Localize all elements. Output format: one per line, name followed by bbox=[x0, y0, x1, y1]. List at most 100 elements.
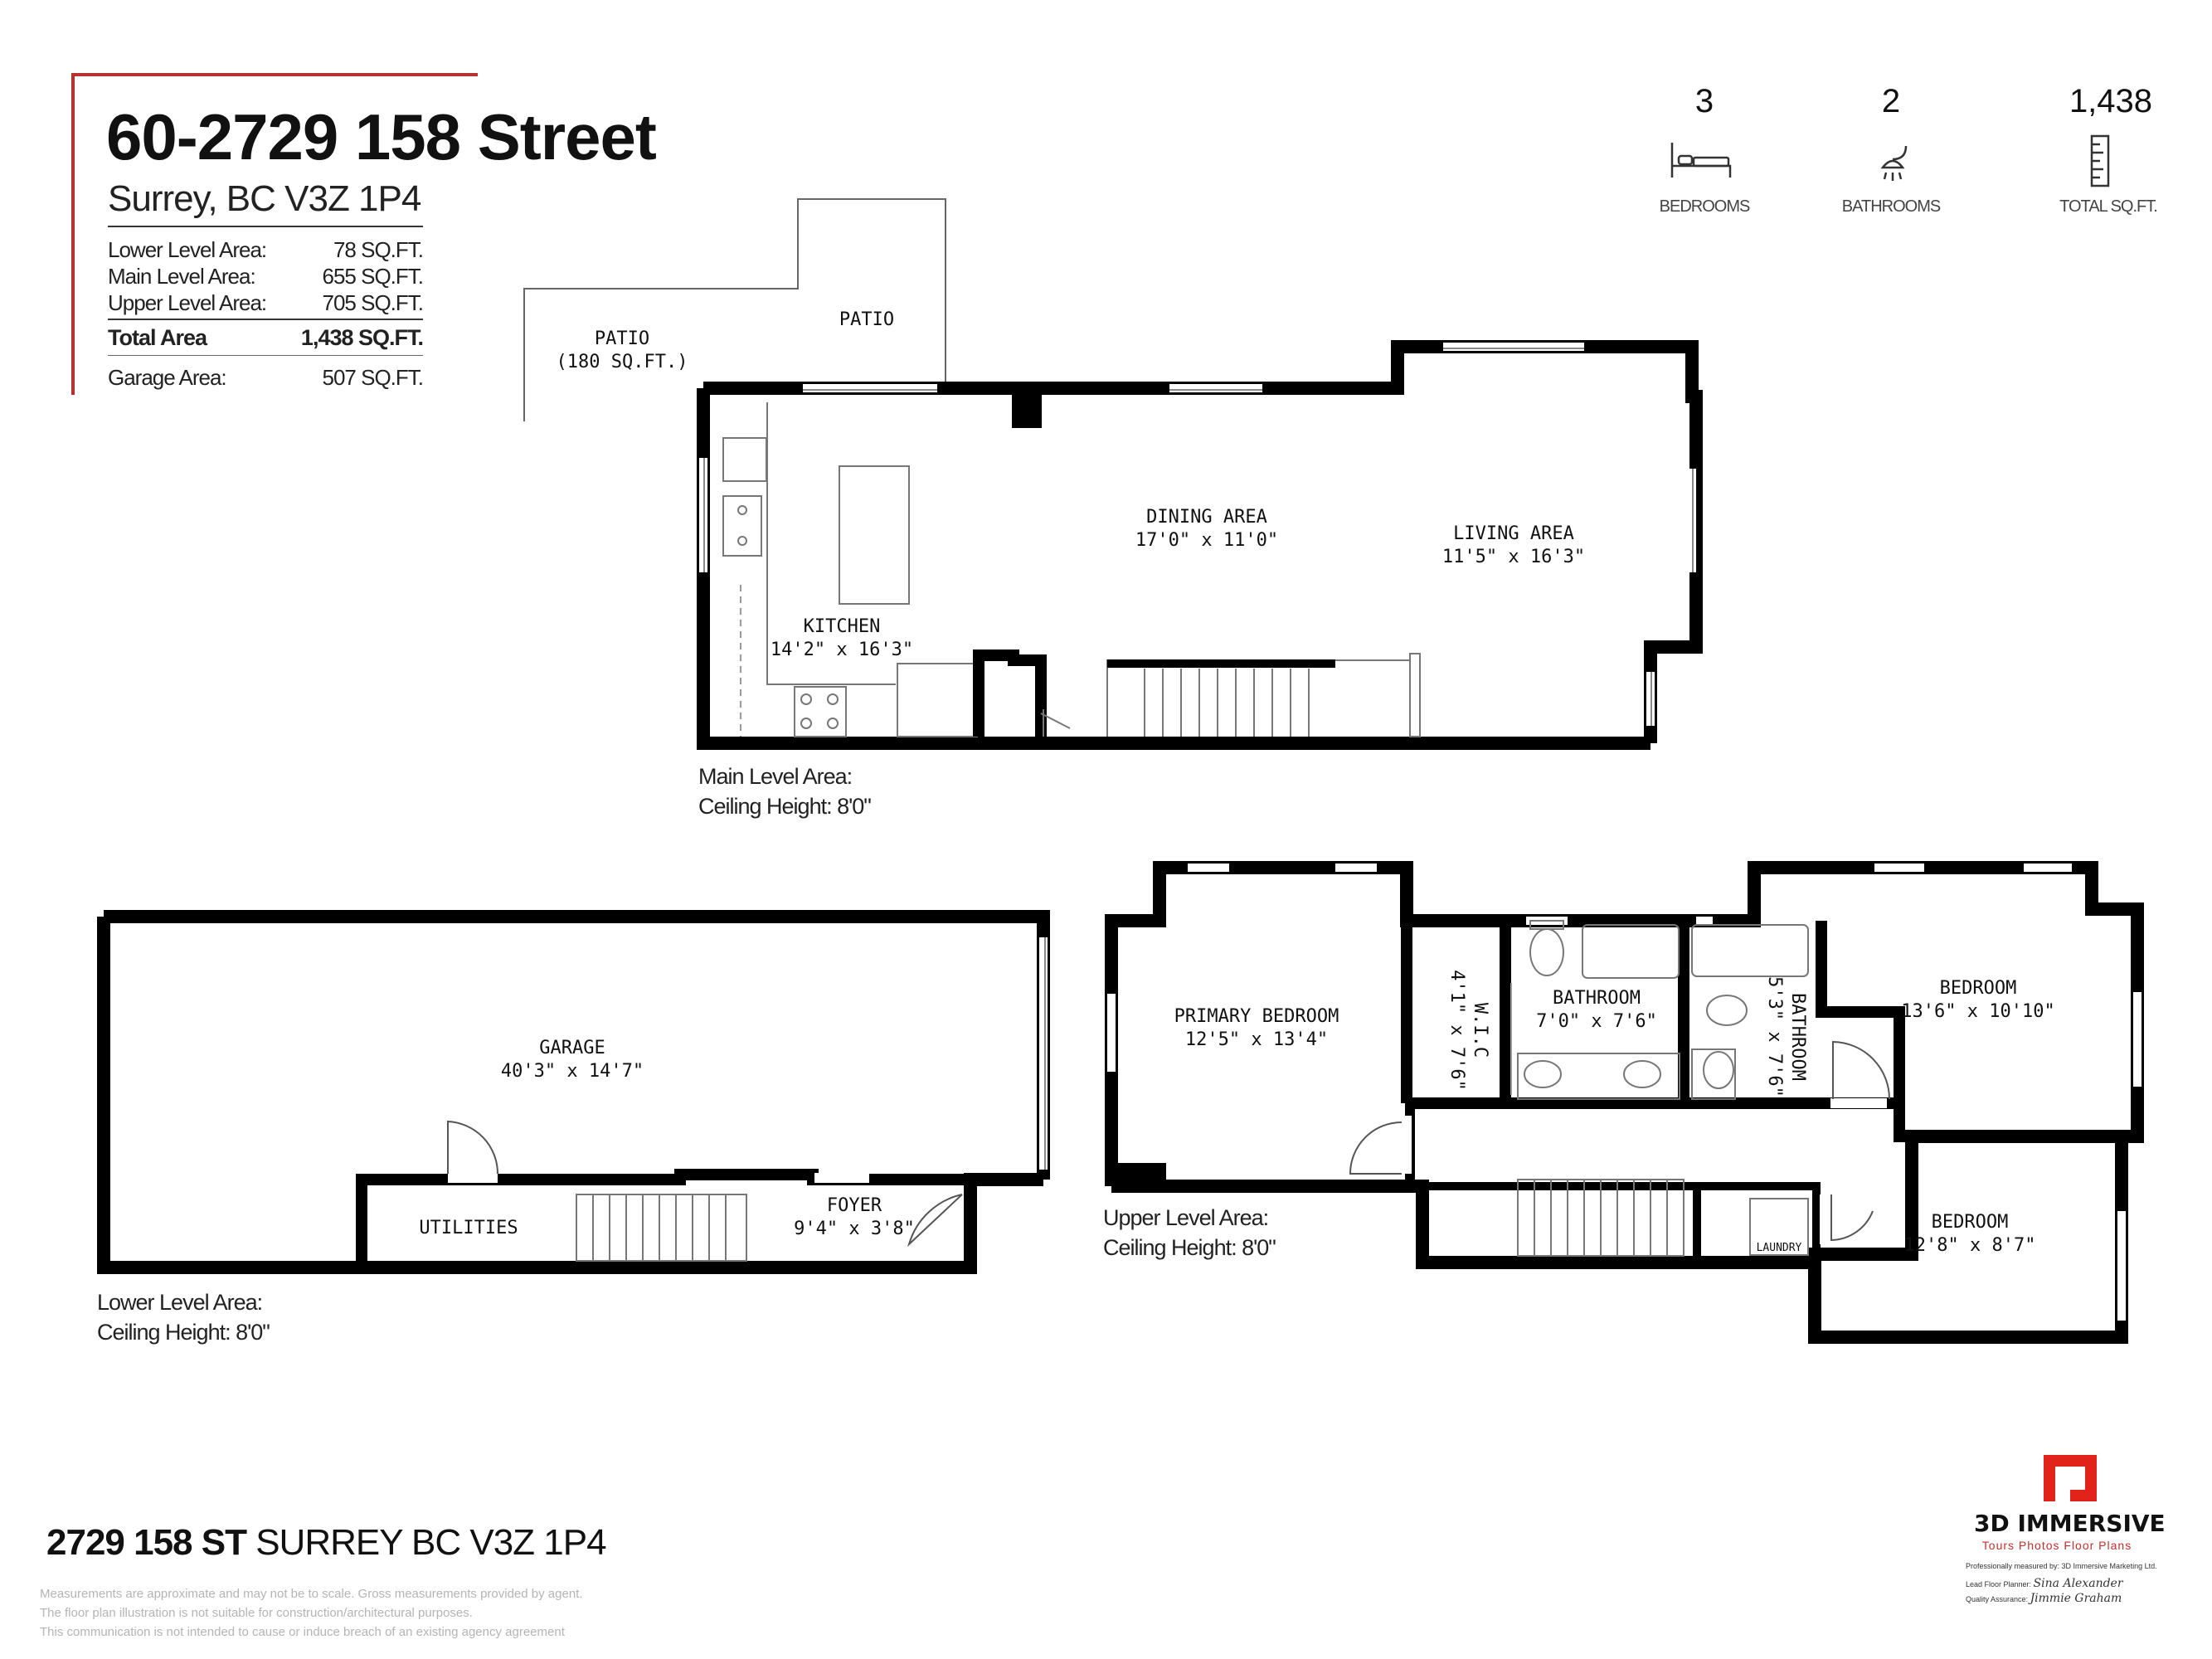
room-dims: 12'8" x 8'7" bbox=[1903, 1235, 2036, 1256]
room-label-dining: DINING AREA 17'0" x 11'0" bbox=[1116, 506, 1298, 552]
qa-label: Quality Assurance: bbox=[1966, 1595, 2029, 1603]
ceiling-height: Ceiling Height: 8'0" bbox=[1103, 1235, 1276, 1260]
bedrooms-count: 3 bbox=[1694, 83, 1714, 119]
room-dims: (180 SQ.FT.) bbox=[556, 352, 688, 372]
divider bbox=[108, 355, 423, 356]
ruler-icon bbox=[2090, 134, 2110, 187]
divider bbox=[108, 226, 423, 227]
room-label-kitchen: KITCHEN 14'2" x 16'3" bbox=[763, 615, 921, 662]
room-label-garage: GARAGE 40'3" x 14'7" bbox=[481, 1037, 664, 1083]
property-title: 60-2729 158 Street bbox=[106, 100, 657, 173]
room-label-utilities: UTILITIES bbox=[398, 1217, 539, 1240]
title-rule-vertical bbox=[71, 73, 75, 395]
room-label-laundry: LAUNDRY bbox=[1742, 1242, 1816, 1255]
room-name: DINING AREA bbox=[1146, 507, 1267, 528]
ceiling-height: Ceiling Height: 8'0" bbox=[698, 794, 872, 819]
room-name: BATHROOM bbox=[1787, 993, 1808, 1081]
room-name: UTILITIES bbox=[419, 1218, 518, 1238]
area-label: Upper Level Area: bbox=[108, 290, 267, 315]
disclaimer-line: Measurements are approximate and may not… bbox=[40, 1587, 583, 1601]
room-dims: 12'5" x 13'4" bbox=[1184, 1029, 1329, 1050]
level-note-main: Main Level Area: Ceiling Height: 8'0" bbox=[698, 761, 872, 821]
room-name: BEDROOM bbox=[1931, 1212, 2009, 1233]
brand-logo-icon bbox=[2044, 1455, 2097, 1501]
level-name: Upper Level Area: bbox=[1103, 1205, 1269, 1230]
qa-signature: Jimmie Graham bbox=[2030, 1592, 2122, 1605]
footer-city: SURREY BC V3Z 1P4 bbox=[246, 1522, 606, 1563]
divider bbox=[108, 319, 423, 320]
main-level-plan bbox=[523, 198, 1703, 750]
area-value: 507 SQ.FT. bbox=[322, 365, 424, 390]
measured-by: Professionally measured by: 3D Immersive… bbox=[1966, 1562, 2157, 1570]
property-city: Surrey, BC V3Z 1P4 bbox=[108, 178, 421, 219]
area-label: Garage Area: bbox=[108, 365, 227, 390]
disclaimer-line: This communication is not intended to ca… bbox=[40, 1625, 565, 1639]
room-dims: 17'0" x 11'0" bbox=[1135, 530, 1279, 551]
patio-outline bbox=[523, 198, 946, 421]
sqft-count: 1,438 bbox=[2069, 83, 2153, 119]
room-dims: 5'3" x 7'6" bbox=[1764, 976, 1785, 1097]
area-label: Lower Level Area: bbox=[108, 237, 267, 262]
room-name: W.I.C bbox=[1470, 1002, 1490, 1058]
level-note-upper: Upper Level Area: Ceiling Height: 8'0" bbox=[1103, 1203, 1276, 1262]
room-label-bathroom: BATHROOM 7'0" x 7'6" bbox=[1518, 987, 1675, 1034]
brand-block: 3D IMMERSIVE Tours Photos Floor Plans bbox=[1974, 1510, 2166, 1552]
room-name: BEDROOM bbox=[1939, 978, 2017, 999]
room-dims: 14'2" x 16'3" bbox=[770, 640, 914, 660]
footer-address: 2729 158 ST SURREY BC V3Z 1P4 bbox=[46, 1522, 607, 1564]
room-name: KITCHEN bbox=[803, 616, 881, 637]
room-name: LAUNDRY bbox=[1756, 1242, 1802, 1254]
bedrooms-label: BEDROOMS bbox=[1659, 197, 1751, 216]
room-dims: 9'4" x 3'8" bbox=[794, 1219, 915, 1239]
room-dims: 7'0" x 7'6" bbox=[1536, 1011, 1657, 1032]
room-dims: 13'6" x 10'10" bbox=[1901, 1001, 2055, 1022]
room-name: GARAGE bbox=[539, 1038, 605, 1058]
room-dims: 11'5" x 16'3" bbox=[1441, 547, 1586, 567]
brand-tagline: Tours Photos Floor Plans bbox=[1981, 1539, 2132, 1552]
level-name: Lower Level Area: bbox=[97, 1290, 263, 1315]
upper-level-plan bbox=[1105, 861, 2144, 1344]
area-value: 1,438 SQ.FT. bbox=[300, 325, 424, 350]
planner-label: Lead Floor Planner: bbox=[1966, 1580, 2032, 1588]
planner-signature: Sina Alexander bbox=[2033, 1577, 2123, 1590]
credits: Professionally measured by: 3D Immersive… bbox=[1966, 1559, 2198, 1607]
room-label-foyer: FOYER 9'4" x 3'8" bbox=[792, 1194, 916, 1241]
bed-icon bbox=[1670, 143, 1732, 178]
room-name: PATIO bbox=[594, 328, 650, 349]
room-label-primary-bedroom: PRIMARY BEDROOM 12'5" x 13'4" bbox=[1149, 1005, 1364, 1052]
bathrooms-label: BATHROOMS bbox=[1841, 197, 1941, 216]
shower-icon bbox=[1880, 145, 1908, 181]
room-label-bedroom-3: BEDROOM 12'8" x 8'7" bbox=[1891, 1211, 2049, 1258]
room-label-bathroom-2: BATHROOM 5'3" x 7'6" bbox=[1762, 954, 1809, 1120]
room-label-wic: W.I.C 4'1" x 7'6" bbox=[1445, 964, 1491, 1097]
room-label-living: LIVING AREA 11'5" x 16'3" bbox=[1422, 523, 1605, 569]
room-label-bedroom-2: BEDROOM 13'6" x 10'10" bbox=[1899, 977, 2057, 1024]
lower-level-plan bbox=[97, 910, 1050, 1274]
room-name: LIVING AREA bbox=[1453, 523, 1574, 544]
area-value: 705 SQ.FT. bbox=[322, 290, 424, 315]
ceiling-height: Ceiling Height: 8'0" bbox=[97, 1320, 270, 1345]
title-rule bbox=[71, 73, 478, 76]
room-name: FOYER bbox=[826, 1195, 882, 1216]
disclaimer-line: The floor plan illustration is not suita… bbox=[40, 1606, 473, 1620]
disclaimer: Measurements are approximate and may not… bbox=[40, 1584, 583, 1642]
room-dims: 40'3" x 14'7" bbox=[500, 1061, 644, 1082]
sqft-label: TOTAL SQ.FT. bbox=[2059, 197, 2158, 216]
upper-level-walls bbox=[1105, 861, 2144, 1186]
garage-walls bbox=[97, 917, 1043, 1274]
bathrooms-count: 2 bbox=[1881, 83, 1901, 119]
room-label-patio-upper: PATIO bbox=[817, 309, 916, 332]
level-name: Main Level Area: bbox=[698, 764, 853, 789]
room-name: BATHROOM bbox=[1553, 988, 1641, 1009]
area-value: 78 SQ.FT. bbox=[333, 237, 424, 262]
room-name: PRIMARY BEDROOM bbox=[1174, 1006, 1339, 1027]
area-value: 655 SQ.FT. bbox=[322, 264, 424, 289]
room-name: PATIO bbox=[839, 309, 895, 330]
footer-street: 2729 158 ST bbox=[46, 1522, 247, 1563]
level-note-lower: Lower Level Area: Ceiling Height: 8'0" bbox=[97, 1287, 270, 1347]
area-label: Total Area bbox=[108, 325, 207, 350]
room-label-patio: PATIO (180 SQ.FT.) bbox=[539, 328, 705, 374]
room-dims: 4'1" x 7'6" bbox=[1446, 970, 1467, 1091]
brand-name: 3D IMMERSIVE bbox=[1974, 1510, 2166, 1537]
